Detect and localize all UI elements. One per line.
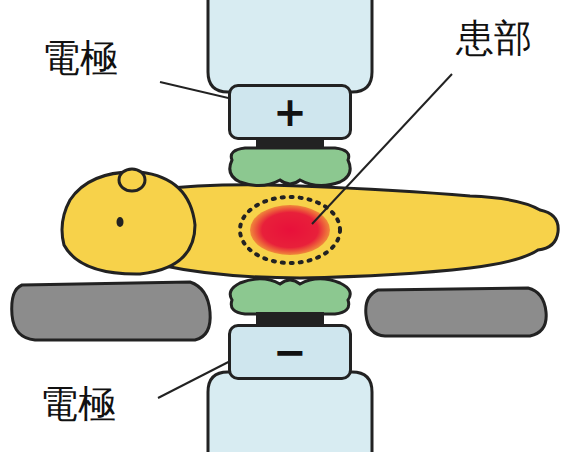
electrode-housing [208, 372, 372, 452]
polarity-sign: − [273, 332, 307, 372]
electrode-label: 電極 [42, 38, 118, 80]
water-bolus [230, 148, 350, 186]
electrode-plate: − [228, 324, 352, 380]
electrode-label: 電極 [40, 384, 116, 426]
ear [119, 169, 145, 191]
pillow [366, 288, 546, 336]
water-bolus [230, 279, 350, 314]
polarity-sign: + [273, 92, 307, 132]
pillow [12, 282, 210, 340]
electrode-plate: + [228, 84, 352, 140]
patient-body [150, 185, 558, 278]
area-label: 患部 [456, 18, 532, 60]
electrode-housing [208, 0, 372, 92]
eye [117, 217, 124, 227]
affected-area [250, 205, 330, 255]
heating-zone [240, 197, 340, 263]
